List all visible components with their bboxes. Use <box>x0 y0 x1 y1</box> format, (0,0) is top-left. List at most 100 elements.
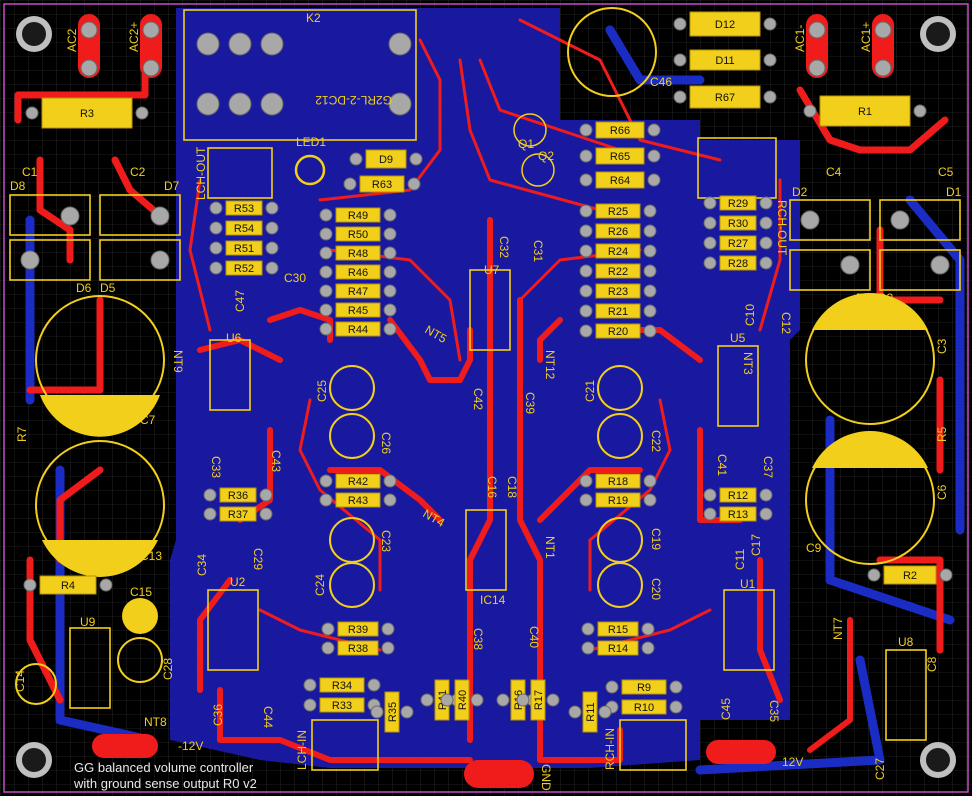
label-c4: C4 <box>826 165 842 179</box>
label-c19: C19 <box>649 528 663 550</box>
label-c17: C17 <box>749 534 763 556</box>
label-c29: C29 <box>251 548 265 570</box>
resistor-r43: R43 <box>319 492 397 508</box>
silkscreen-labels: AC2 AC2+ AC1- AC1+ LCH-OUT RCH-OUT LCH-I… <box>10 11 962 791</box>
resistor-r15: R15 <box>581 621 655 637</box>
resistor-r14-label: R14 <box>608 643 628 655</box>
label-c39: C39 <box>523 392 537 414</box>
resistor-r24-label: R24 <box>608 246 628 258</box>
resistor-r50: R50 <box>319 226 397 242</box>
label-d6: D6 <box>76 281 92 295</box>
resistor-r54: R54 <box>209 220 279 236</box>
label-k2: K2 <box>306 11 321 25</box>
resistor-r15-label: R15 <box>608 624 628 636</box>
resistor-r42-label: R42 <box>348 476 368 488</box>
resistor-r18-label: R18 <box>608 476 628 488</box>
label-q1: Q1 <box>518 137 534 151</box>
label-c32: C32 <box>497 236 511 258</box>
label-rch-out: RCH-OUT <box>775 200 789 256</box>
power-diodes <box>9 194 961 291</box>
label-u8: U8 <box>898 635 914 649</box>
resistor-r35: R35 <box>370 691 414 733</box>
label-c25: C25 <box>315 380 329 402</box>
resistor-r53-label: R53 <box>234 203 254 215</box>
label-d5: D5 <box>100 281 116 295</box>
label-u6: U6 <box>226 331 242 345</box>
resistor-r21-label: R21 <box>608 306 628 318</box>
label-u7: U7 <box>484 263 500 277</box>
resistor-r25: R25 <box>579 203 657 219</box>
label-nt1: NT1 <box>543 536 557 559</box>
q2-outline <box>521 153 555 187</box>
label-c11: C11 <box>733 549 747 570</box>
label-u5: U5 <box>730 331 746 345</box>
resistor-r65: R65 <box>579 147 661 165</box>
label-c28: C28 <box>161 658 175 680</box>
label-c7: C7 <box>140 413 156 427</box>
resistor-r20-label: R20 <box>608 326 628 338</box>
label-nt8: NT8 <box>144 715 167 729</box>
resistor-r43-label: R43 <box>348 495 368 507</box>
board-outline <box>3 3 969 793</box>
label-lch-out: LCH-OUT <box>194 146 208 200</box>
resistor-r39-label: R39 <box>348 624 368 636</box>
label-u1: U1 <box>740 577 756 591</box>
resistor-r36-label: R36 <box>228 490 248 502</box>
label-c31: C31 <box>531 240 545 262</box>
label-gnd: GND <box>539 764 553 791</box>
label-c45: C45 <box>719 698 733 720</box>
label-lch-in: LCH-IN <box>295 730 309 770</box>
resistor-r38-label: R38 <box>348 643 368 655</box>
resistor-r34-label: R34 <box>332 680 352 692</box>
label-c33: C33 <box>209 456 223 478</box>
label-c47: C47 <box>233 290 247 312</box>
label-c24: C24 <box>313 574 327 596</box>
resistor-r13: R13 <box>703 506 773 522</box>
label-rch-in: RCH-IN <box>603 728 617 770</box>
resistor-r27-label: R27 <box>728 238 748 250</box>
resistor-r12: R12 <box>703 487 773 503</box>
resistor-r2-label: R2 <box>903 570 917 582</box>
label-ic14: IC14 <box>480 593 506 607</box>
label-relay-part: G2RL-2-DC12 <box>315 93 392 107</box>
resistor-r14: R14 <box>581 640 655 656</box>
resistor-r25-label: R25 <box>608 206 628 218</box>
diode-d11-label: D11 <box>715 55 734 67</box>
resistor-r54-label: R54 <box>234 223 254 235</box>
resistor-r3-label: R3 <box>80 108 94 120</box>
label-r7: R7 <box>15 426 29 442</box>
resistor-r24: R24 <box>579 243 657 259</box>
label-c21: C21 <box>583 380 597 402</box>
label-c5: C5 <box>938 165 954 179</box>
resistor-r22: R22 <box>579 263 657 279</box>
label-c8: C8 <box>925 656 939 672</box>
label-c1: C1 <box>22 165 38 179</box>
label-c40: C40 <box>527 626 541 648</box>
resistor-r37-label: R37 <box>228 509 248 521</box>
label-nt3: NT3 <box>741 352 755 375</box>
resistor-r26-label: R26 <box>608 226 628 238</box>
resistor-r23-label: R23 <box>608 286 628 298</box>
resistor-r12-label: R12 <box>728 490 748 502</box>
resistor-r37: R37 <box>203 506 273 522</box>
resistor-r11: R11 <box>568 691 612 733</box>
resistor-r67: R67 <box>673 85 777 109</box>
label-c30: C30 <box>284 271 306 285</box>
resistor-r67-label: R67 <box>715 92 735 104</box>
label-c15: C15 <box>130 585 152 599</box>
resistor-r51: R51 <box>209 240 279 256</box>
resistor-r26: R26 <box>579 223 657 239</box>
resistor-r1-label: R1 <box>858 106 872 118</box>
label-c22: C22 <box>649 430 663 452</box>
resistor-r33-label: R33 <box>332 700 352 712</box>
relay-k2 <box>183 9 417 141</box>
resistor-r45: R45 <box>319 302 397 318</box>
resistor-r3: R3 <box>25 97 149 129</box>
label-minus12v: -12V <box>178 739 203 753</box>
resistor-r19-label: R19 <box>608 495 628 507</box>
resistor-r29-label: R29 <box>728 198 748 210</box>
resistor-r48-label: R48 <box>348 248 368 260</box>
resistor-r49: R49 <box>319 207 397 223</box>
diode-d12: D12 <box>673 11 777 37</box>
resistor-r40: R40 <box>440 679 484 721</box>
